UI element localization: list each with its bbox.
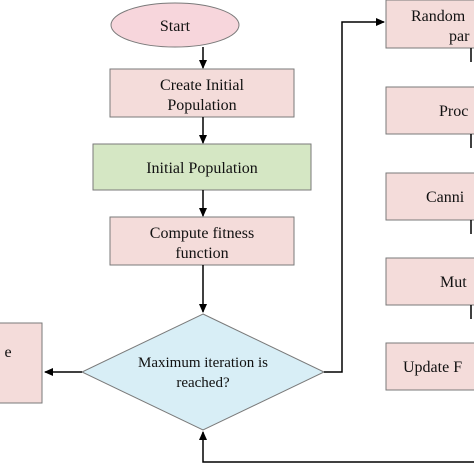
right-box-canni-label: Canni bbox=[426, 189, 465, 206]
right-box-update-label: Update F bbox=[403, 359, 462, 376]
start-label: Start bbox=[160, 18, 191, 35]
compute-fitness-line2: function bbox=[175, 245, 228, 262]
right-box-mut: Mut bbox=[385, 257, 474, 306]
arrow-decision-to-random bbox=[324, 18, 385, 373]
right-box-proc: Proc bbox=[385, 86, 474, 135]
initial-population-box: Initial Population bbox=[92, 143, 312, 191]
left-box-line1: e bbox=[4, 344, 11, 361]
start-terminal: Start bbox=[110, 2, 240, 48]
decision-line2: reached? bbox=[176, 375, 230, 391]
decision-line1: Maximum iteration is bbox=[138, 355, 268, 371]
left-partial-box: e bbox=[0, 322, 43, 404]
right-box-random-line1: Random bbox=[411, 8, 466, 25]
create-initial-line1: Create Initial bbox=[160, 77, 245, 94]
initial-population-label: Initial Population bbox=[146, 160, 258, 177]
right-box-mut-label: Mut bbox=[440, 274, 467, 291]
connectors bbox=[44, 18, 474, 463]
right-box-random-line2: par bbox=[449, 28, 470, 45]
create-initial-line2: Population bbox=[167, 97, 236, 114]
arrow-loop-back-to-decision bbox=[199, 431, 474, 463]
compute-fitness-box: Compute fitness function bbox=[109, 216, 295, 266]
compute-fitness-line1: Compute fitness bbox=[150, 225, 254, 242]
right-box-random: Random par bbox=[385, 0, 474, 49]
right-box-update: Update F bbox=[385, 342, 474, 391]
decision-diamond: Maximum iteration is reached? bbox=[80, 313, 326, 431]
right-box-canni: Canni bbox=[385, 172, 474, 221]
create-initial-population-box: Create Initial Population bbox=[109, 68, 295, 118]
right-box-proc-label: Proc bbox=[439, 103, 468, 120]
